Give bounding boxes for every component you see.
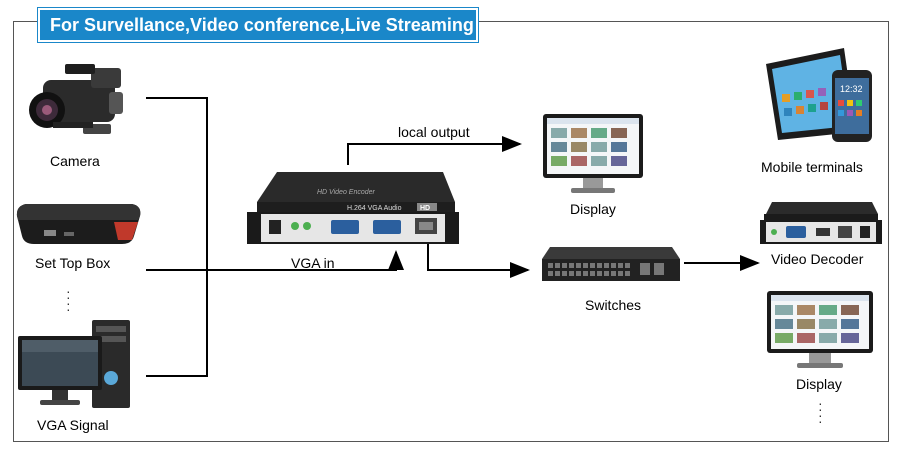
vga-in-wire bbox=[207, 250, 404, 271]
display-monitor-icon bbox=[543, 114, 643, 193]
encoder-top-text: HD Video Encoder bbox=[317, 189, 376, 196]
display-bottom-label: Display bbox=[796, 376, 842, 392]
tablet-phone-icon: 12:32 bbox=[766, 48, 872, 142]
local-output-label: local output bbox=[398, 124, 470, 140]
outputs-ellipsis: ···· bbox=[818, 395, 823, 429]
network-switch-icon bbox=[542, 247, 680, 281]
local-output-wire bbox=[347, 136, 522, 165]
display-monitor-bottom-icon bbox=[767, 291, 873, 368]
display-top-label: Display bbox=[570, 201, 616, 217]
phone-time: 12:32 bbox=[840, 84, 863, 94]
encoder-badge: HD bbox=[420, 205, 430, 212]
vga-signal-label: VGA Signal bbox=[37, 417, 109, 433]
banner-title: For Survellance,Video conference,Live St… bbox=[38, 8, 478, 42]
encoder-device-icon: HD Video Encoder H.264 VGA Audio HD bbox=[247, 172, 459, 244]
network-wire bbox=[427, 242, 530, 278]
vga-in-label: VGA in bbox=[291, 255, 335, 271]
camera-icon bbox=[29, 64, 123, 134]
video-decoder-label: Video Decoder bbox=[771, 251, 864, 267]
video-decoder-icon bbox=[760, 202, 882, 244]
camera-wire bbox=[146, 97, 208, 377]
set-top-box-icon bbox=[16, 204, 141, 244]
set-top-box-label: Set Top Box bbox=[35, 255, 111, 271]
sources-ellipsis: ···· bbox=[66, 283, 71, 317]
encoder-front-text: H.264 VGA Audio bbox=[347, 205, 402, 212]
desktop-pc-icon bbox=[18, 320, 130, 408]
switches-label: Switches bbox=[585, 297, 642, 313]
camera-label: Camera bbox=[50, 153, 100, 169]
mobile-terminals-label: Mobile terminals bbox=[761, 159, 863, 175]
